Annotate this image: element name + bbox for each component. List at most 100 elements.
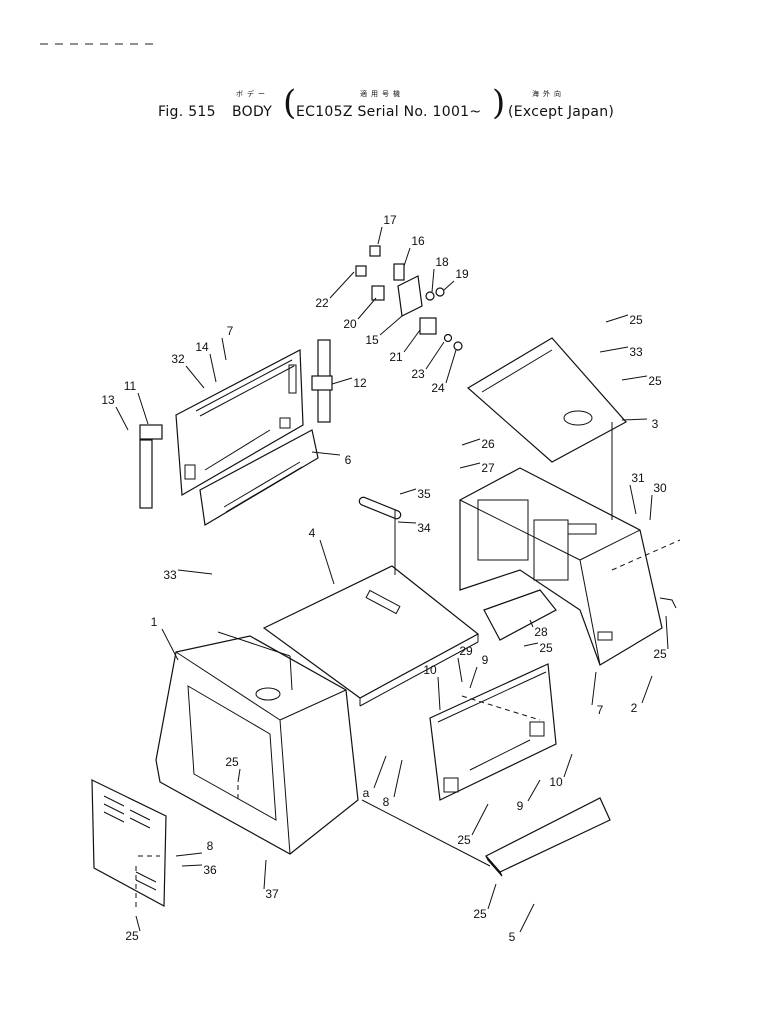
callout-number: 34: [417, 521, 431, 535]
leader-line: [209, 353, 217, 383]
leader-line: [379, 315, 403, 336]
callout-number: 6: [345, 453, 352, 467]
leader-line: [263, 859, 267, 890]
callout-33: 33: [163, 568, 213, 582]
side-panel: [199, 429, 319, 526]
leader-line: [591, 671, 597, 706]
grille-slot: [103, 811, 125, 823]
part-15-plate: [397, 275, 423, 317]
leader-line: [563, 753, 573, 778]
part-17-bolt: [369, 245, 381, 257]
frame-edge: [175, 651, 281, 721]
callout-number: a: [363, 786, 370, 800]
callout-number: 17: [383, 213, 397, 227]
leader-line: [457, 657, 463, 683]
callout-number: 25: [653, 647, 667, 661]
part-7-upper-door: [175, 349, 304, 496]
frame-edge: [279, 719, 291, 855]
callout-14: 14: [195, 340, 217, 383]
frame-hole: [255, 687, 281, 701]
frame-edge: [579, 559, 601, 666]
leader-line: [629, 484, 637, 515]
paren-close: ): [492, 83, 506, 123]
door-slot: [279, 417, 291, 429]
figure-title: BODY: [232, 104, 273, 120]
part-5-skirt: [485, 797, 611, 877]
callout-4: 4: [309, 526, 335, 585]
door-edge: [199, 365, 295, 417]
leader-line: [529, 619, 534, 628]
leader-line: [137, 392, 149, 425]
callout-27: 27: [459, 461, 495, 475]
callout-10: 10: [549, 753, 573, 789]
frame-opening: [533, 519, 569, 581]
callout-32: 32: [171, 352, 205, 389]
callout-33: 33: [599, 345, 643, 359]
callout-number: 30: [653, 481, 667, 495]
assembly-dash-lines: [135, 539, 681, 910]
leader-line: [175, 852, 203, 857]
callout-number: 22: [315, 296, 329, 310]
callout-30: 30: [649, 481, 667, 521]
callout-number: 8: [207, 839, 214, 853]
callout-5: 5: [509, 903, 535, 944]
part-34-handle: [358, 496, 402, 520]
callout-number: 12: [353, 376, 367, 390]
leader-line: [329, 271, 355, 299]
callout-number: 14: [195, 340, 209, 354]
assembly-line: [289, 655, 293, 691]
part-1-left-frame: [155, 635, 359, 855]
callout-number: 5: [509, 930, 516, 944]
part-29-hook: [659, 597, 677, 609]
callout-number: 35: [417, 487, 431, 501]
leader-line: [599, 346, 629, 353]
callout-9: 9: [517, 779, 541, 813]
scope-japanese: 海外向: [532, 90, 565, 98]
callout-number: 1: [151, 615, 158, 629]
callout-8: 8: [175, 839, 214, 857]
callout-number: 8: [383, 795, 390, 809]
serial-range: EC105Z Serial No. 1001~: [296, 104, 482, 120]
callout-number: 32: [171, 352, 185, 366]
leader-line: [331, 377, 353, 385]
frame-window: [187, 685, 277, 821]
part-21-latch: [419, 317, 437, 335]
leader-line: [393, 759, 403, 798]
leader-line: [311, 451, 341, 456]
skirt-edge: [485, 855, 503, 877]
leader-line: [621, 375, 648, 381]
callout-25: 25: [653, 615, 669, 661]
leader-line: [403, 247, 411, 267]
callout-22: 22: [315, 271, 355, 310]
callout-18: 18: [431, 255, 449, 293]
grille-slot: [135, 871, 157, 883]
callout-number: 10: [549, 775, 563, 789]
leader-line: [397, 521, 417, 524]
leader-line: [403, 329, 421, 353]
part-7-lower-door: [429, 663, 557, 801]
assembly-line: [361, 799, 491, 867]
callout-number: 25: [473, 907, 487, 921]
callout-number: 7: [597, 703, 604, 717]
callout-28: 28: [529, 619, 548, 639]
plate-edge: [481, 349, 553, 393]
leader-line: [461, 438, 481, 446]
callout-number: 33: [163, 568, 177, 582]
door-edge: [195, 359, 293, 412]
callout-number: 25: [125, 929, 139, 943]
hinge-arm: [139, 439, 153, 509]
callout-25: 25: [605, 313, 643, 327]
callout-number: 19: [455, 267, 469, 281]
grille-slot: [135, 879, 157, 891]
leader-line: [469, 666, 478, 689]
callout-13: 13: [101, 393, 129, 431]
callout-25: 25: [125, 915, 141, 943]
callout-11: 11: [124, 379, 149, 425]
callout-20: 20: [343, 297, 377, 331]
part-28-guard: [483, 589, 557, 641]
hinge-plate: [139, 424, 163, 440]
leader-line: [377, 226, 383, 245]
callout-21: 21: [389, 329, 421, 364]
callout-12: 12: [331, 376, 367, 390]
